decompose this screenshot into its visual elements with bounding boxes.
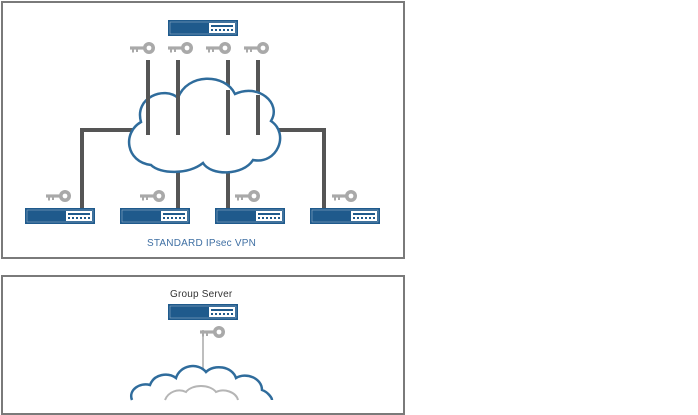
group-server-appliance: [167, 303, 239, 321]
group-server-label: Group Server: [170, 289, 233, 300]
key-icon: [206, 42, 231, 54]
mesh-tunnel-lines: [146, 90, 260, 135]
key-icon: [46, 190, 71, 202]
group-cloud-icon: [129, 364, 274, 401]
standard-ipsec-caption: STANDARD IPsec VPN: [147, 238, 256, 249]
key-icon: [200, 326, 225, 338]
hub-appliance: [167, 19, 239, 37]
spoke-appliance: [119, 207, 191, 225]
spoke-appliance: [309, 207, 381, 225]
vpn-topology-diagram: [24, 19, 381, 401]
key-icon: [244, 42, 269, 54]
spoke-appliance: [214, 207, 286, 225]
key-icon: [332, 190, 357, 202]
key-icon: [130, 42, 155, 54]
key-icon: [235, 190, 260, 202]
key-icon: [168, 42, 193, 54]
spoke-appliance: [24, 207, 96, 225]
key-icon: [140, 190, 165, 202]
